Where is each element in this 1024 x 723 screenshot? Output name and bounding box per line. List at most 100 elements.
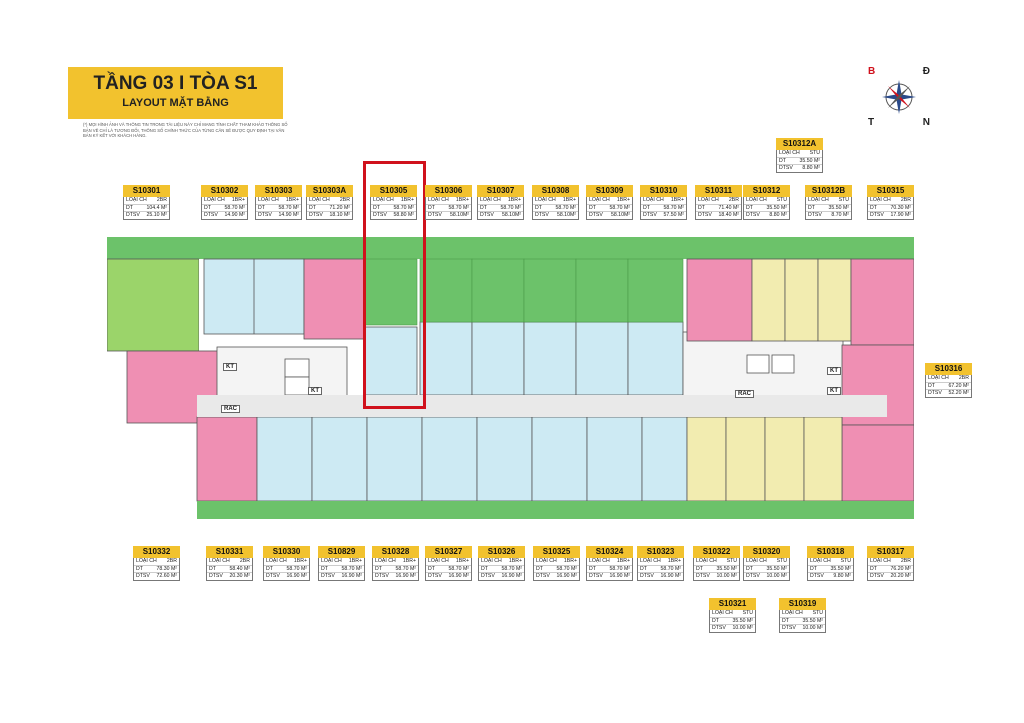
field-value: 14.90 M² — [224, 212, 245, 219]
field-label: DT — [535, 204, 542, 211]
field-label: DT — [126, 204, 133, 211]
field-value: 16.90 M² — [341, 573, 362, 580]
field-label: LOẠI CH — [810, 558, 831, 564]
field-label: DTSV — [136, 573, 150, 580]
field-label: LOẠI CH — [589, 197, 610, 203]
field-value: 58.70 M² — [448, 565, 469, 572]
field-value: 16.90 M² — [286, 573, 307, 580]
field-label: DTSV — [309, 212, 323, 219]
field-value: 58.70 M² — [556, 565, 577, 572]
field-label: LOẠI CH — [258, 197, 279, 203]
corridor — [197, 395, 887, 417]
field-label: DTSV — [428, 212, 442, 219]
field-value: 35.50 M² — [802, 617, 823, 624]
field-label: LOẠI CH — [928, 375, 949, 381]
unit-info-row: DT 58.70 M² — [426, 564, 471, 573]
field-label: DTSV — [258, 212, 272, 219]
field-value: STU — [776, 197, 787, 203]
field-label: DTSV — [373, 212, 387, 219]
field-label: DT — [258, 204, 265, 211]
field-value: 58.70 M² — [278, 204, 299, 211]
field-value: 58.70 M² — [609, 204, 630, 211]
field-label: LOẠI CH — [321, 558, 342, 564]
field-label: LOẠI CH — [375, 558, 396, 564]
field-value: 58.10M² — [501, 212, 521, 219]
compass-rose — [882, 80, 916, 114]
unit-code: S10322 — [693, 546, 740, 558]
unit-info-row: DTSV 16.90 M² — [264, 572, 309, 580]
field-value: 20.20 M² — [890, 573, 911, 580]
field-value: 16.90 M² — [501, 573, 522, 580]
unit-info-row: LOẠI CH STU — [808, 558, 853, 565]
unit-code: S10330 — [263, 546, 310, 558]
field-label: DT — [536, 565, 543, 572]
field-label: DTSV — [266, 573, 280, 580]
field-value: 9.80 M² — [833, 573, 851, 580]
field-value: STU — [838, 197, 849, 203]
field-label: DT — [428, 204, 435, 211]
balcony-band-top — [107, 237, 914, 259]
field-value: STU — [840, 558, 851, 564]
field-value: 1BR+ — [616, 197, 630, 203]
field-label: DT — [375, 565, 382, 572]
field-value: 35.50 M² — [799, 157, 820, 164]
field-value: 16.90 M² — [395, 573, 416, 580]
field-label: DT — [428, 565, 435, 572]
compass-icon: B Đ T N — [868, 66, 930, 128]
field-label: DT — [480, 204, 487, 211]
unit-code: S10328 — [372, 546, 419, 558]
field-label: LOẠI CH — [266, 558, 287, 564]
field-label: DTSV — [481, 573, 495, 580]
field-value: 10.00 M² — [766, 573, 787, 580]
field-label: DT — [810, 565, 817, 572]
field-label: DT — [589, 565, 596, 572]
floor-plan: KT RAC KT RAC KT KT — [107, 237, 914, 519]
field-label: DTSV — [810, 573, 824, 580]
rac-label-left: RAC — [221, 405, 240, 413]
unit-code: S10305 — [370, 185, 417, 197]
field-value: 58.10M² — [449, 212, 469, 219]
field-label: LOẠI CH — [746, 197, 767, 203]
field-value: 58.70 M² — [500, 204, 521, 211]
field-label: LOẠI CH — [373, 197, 394, 203]
field-value: 58.70 M² — [286, 565, 307, 572]
field-label: LOẠI CH — [698, 197, 719, 203]
disclaimer-note: (*) MỌI HÌNH ẢNH VÀ THÔNG TIN TRONG TÀI … — [83, 122, 288, 139]
field-label: LOẠI CH — [136, 558, 157, 564]
